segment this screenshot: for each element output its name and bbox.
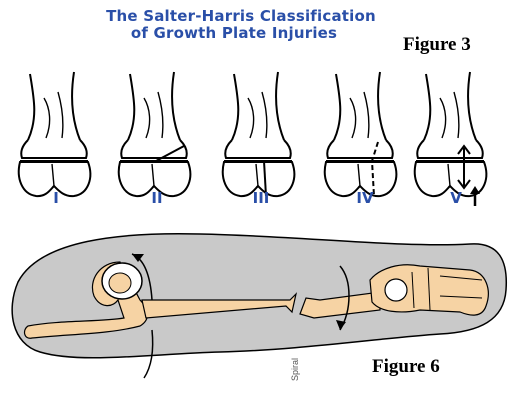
bone-type-4 <box>325 72 397 196</box>
bone-type-3 <box>223 72 295 196</box>
numeral-ii: II <box>137 189 177 207</box>
numeral-iii: III <box>241 189 281 207</box>
bone-type-5 <box>415 72 487 196</box>
bone-type-2 <box>119 72 191 196</box>
numeral-iv: IV <box>345 189 385 207</box>
figure-6-label: Figure 6 <box>372 356 440 378</box>
bone-type-1 <box>19 72 91 196</box>
numeral-v: V <box>436 189 476 207</box>
credit-text: Spiral <box>290 358 300 381</box>
numeral-i: I <box>36 189 76 207</box>
